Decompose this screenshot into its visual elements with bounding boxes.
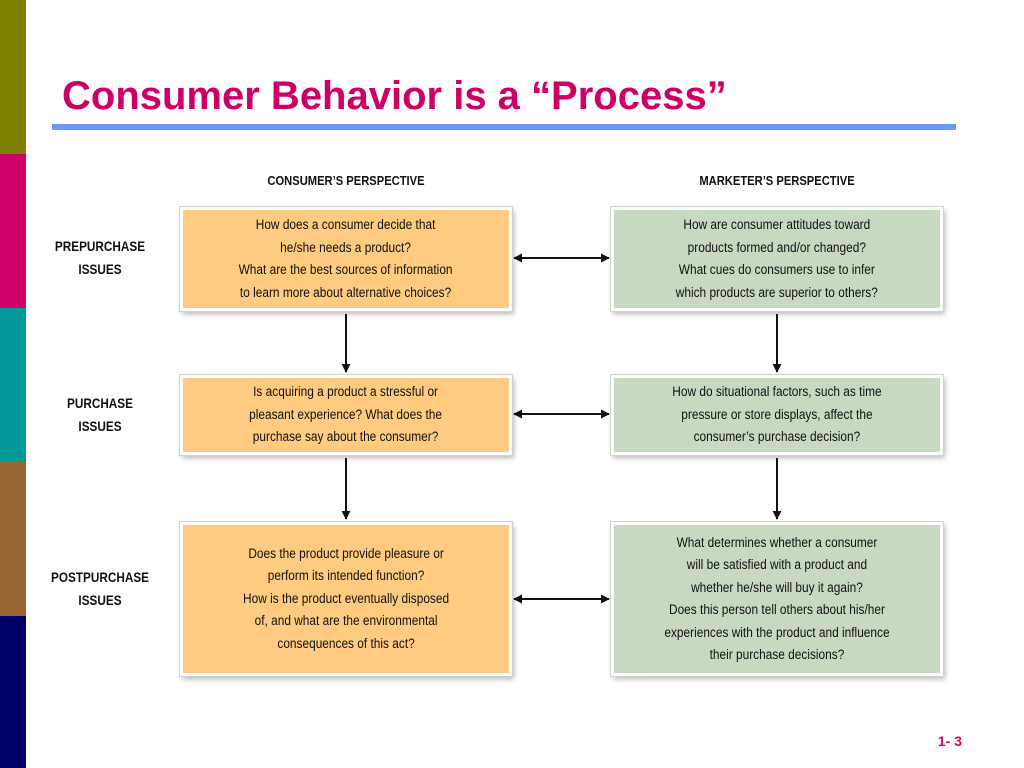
box-text-line: What cues do consumers use to infer <box>678 262 876 277</box>
box-text-line: Is acquiring a product a stressful or <box>253 384 439 400</box>
sidebar-stripe-teal <box>0 308 26 462</box>
row-label-line: PREPURCHASE <box>54 238 146 254</box>
row-label-line: PURCHASE <box>66 395 133 411</box>
row-label-line: POSTPURCHASE <box>50 569 150 585</box>
box-text-line: How is the product eventually disposed <box>242 590 450 606</box>
row-label-purchase: PURCHASE ISSUES <box>50 392 151 438</box>
slide-number: 1- 3 <box>937 733 962 749</box>
box-text-line: consequences of this act? <box>277 635 415 651</box>
box-text-line: purchase say about the consumer? <box>253 429 439 445</box>
slide-title: Consumer Behavior is a “Process” <box>62 74 727 118</box>
prepurchase-marketer-box: How are consumer attitudes toward produc… <box>611 207 943 311</box>
box-text-line: perform its intended function? <box>267 568 425 584</box>
row-label-postpurchase: POSTPURCHASE ISSUES <box>50 566 151 612</box>
box-text-line: How do situational factors, such as time <box>672 384 882 400</box>
box-text-line: What are the best sources of information <box>239 262 453 277</box>
box-text-line: products formed and/or changed? <box>687 239 867 255</box>
box-text-line: experiences with the product and influen… <box>664 624 890 640</box>
box-text-line: pressure or store displays, affect the <box>681 406 873 422</box>
box-text-line: consumer’s purchase decision? <box>693 429 861 445</box>
box-text-line: of, and what are the environmental <box>254 613 438 629</box>
postpurchase-marketer-box: What determines whether a consumer will … <box>611 522 943 676</box>
purchase-consumer-box: Is acquiring a product a stressful or pl… <box>180 375 512 455</box>
box-text-line: their purchase decisions? <box>709 647 845 662</box>
row-label-prepurchase: PREPURCHASE ISSUES <box>50 235 151 281</box>
row-label-line: ISSUES <box>78 592 122 608</box>
purchase-marketer-box: How do situational factors, such as time… <box>611 375 943 455</box>
prepurchase-consumer-box: How does a consumer decide that he/she n… <box>180 207 512 311</box>
box-text-line: pleasant experience? What does the <box>249 406 443 422</box>
marketer-perspective-header: MARKETER’S PERSPECTIVE <box>699 173 855 188</box>
box-text-line: to learn more about alternative choices? <box>240 284 452 300</box>
sidebar-stripe-olive <box>0 0 26 154</box>
postpurchase-consumer-box: Does the product provide pleasure or per… <box>180 522 512 676</box>
row-label-line: ISSUES <box>78 418 122 434</box>
box-text-line: will be satisfied with a product and <box>686 557 868 572</box>
box-text-line: which products are superior to others? <box>675 284 879 300</box>
box-text-line: How does a consumer decide that <box>256 217 436 232</box>
sidebar-stripe-brown <box>0 462 26 616</box>
box-text-line: What determines whether a consumer <box>676 534 878 550</box>
row-label-line: ISSUES <box>78 261 122 277</box>
box-text-line: whether he/she will buy it again? <box>691 579 863 595</box>
title-underline <box>52 124 956 130</box>
consumer-perspective-header: CONSUMER’S PERSPECTIVE <box>267 173 425 188</box>
sidebar-stripe-magenta <box>0 154 26 308</box>
box-text-line: Does the product provide pleasure or <box>248 545 444 561</box>
box-text-line: Does this person tell others about his/h… <box>669 602 885 617</box>
box-text-line: he/she needs a product? <box>280 239 412 255</box>
sidebar-color-stripes <box>0 0 26 768</box>
sidebar-stripe-navy <box>0 616 26 768</box>
box-text-line: How are consumer attitudes toward <box>683 217 871 232</box>
